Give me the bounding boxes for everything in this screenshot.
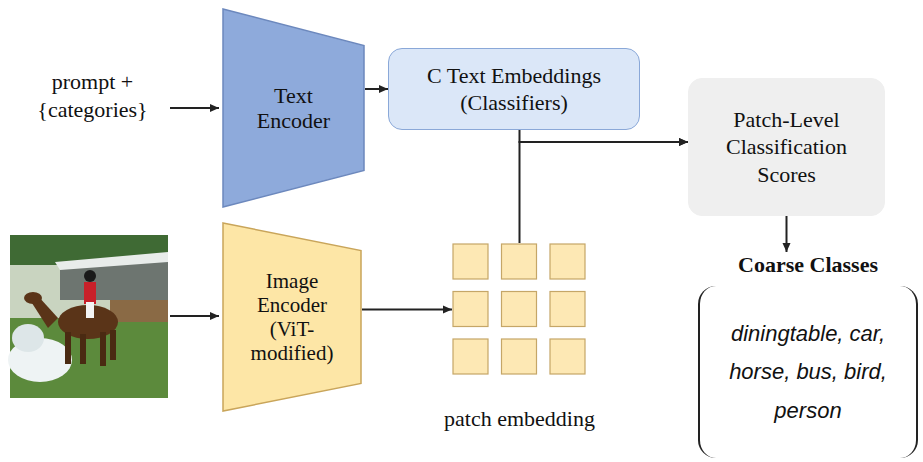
class-bracket: Coarse Classes diningtable, car, horse, b… — [698, 252, 918, 458]
patch-square — [453, 339, 488, 374]
patch-square — [453, 292, 488, 327]
section-heading: Coarse Classes — [698, 252, 918, 278]
flow-arrow — [362, 309, 452, 311]
patch-square — [550, 292, 585, 327]
patch-caption: patch embedding — [400, 406, 640, 432]
patch-square — [502, 339, 537, 374]
bracket-box: diningtable, car, horse, bus, bird, pers… — [698, 286, 918, 458]
embedding-box: C Text Embeddings (Classifiers) — [388, 48, 640, 130]
flow-arrow — [520, 130, 689, 142]
score-box: Patch-Level Classification Scores — [688, 78, 885, 216]
patch-square — [502, 292, 537, 327]
input-label: prompt + {categories} — [15, 68, 170, 124]
flow-arrow — [786, 216, 788, 252]
class-list: diningtable, car, horse, bus, bird, pers… — [714, 315, 902, 431]
trapezoid-outline — [223, 9, 364, 207]
patch-square — [550, 244, 585, 279]
patch-grid-shape — [452, 243, 587, 376]
patch-square — [502, 244, 537, 279]
encoder-label: Image Encoder (ViT-modified) — [242, 269, 342, 366]
flow-arrow — [520, 142, 689, 243]
patch-square — [453, 244, 488, 279]
text-encoder: Text Encoder — [222, 8, 365, 208]
flow-arrow — [365, 88, 388, 90]
encoder-label: Text Encoder — [244, 83, 344, 134]
input-arrow — [170, 315, 219, 317]
patch-square — [550, 339, 585, 374]
box-label: Patch-Level Classification Scores — [704, 106, 869, 189]
text-holder: Image Encoder (ViT-modified) — [222, 222, 362, 412]
input-arrow — [170, 107, 219, 109]
trapezoid-outline — [223, 223, 361, 411]
box-label: C Text Embeddings (Classifiers) — [400, 62, 628, 117]
image-encoder: Image Encoder (ViT-modified) — [222, 222, 362, 412]
patch-grid: patch embedding — [452, 243, 587, 376]
text-holder: Text Encoder — [222, 8, 365, 208]
input-photo — [8, 235, 168, 398]
